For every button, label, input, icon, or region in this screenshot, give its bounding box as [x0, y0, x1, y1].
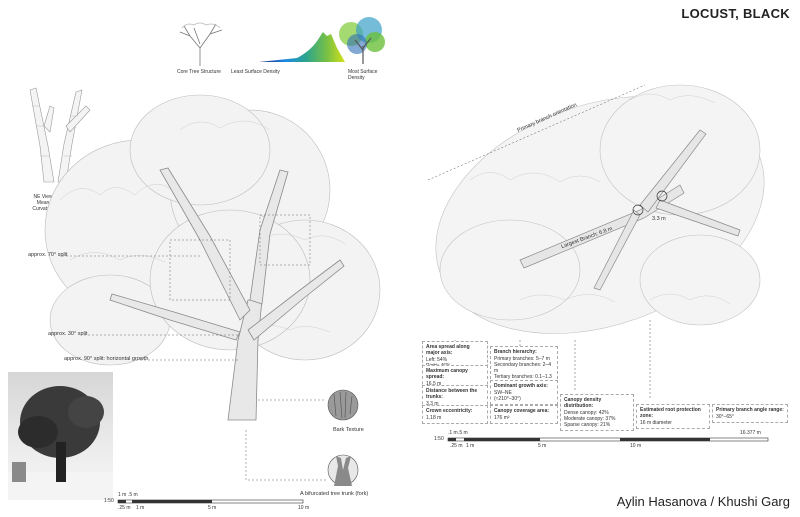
fork-label: A bifurcated tree trunk (fork): [300, 491, 369, 497]
stat-root-zone: Estimated root protection zone: 16 m dia…: [636, 404, 710, 429]
plan-tick-2: .5 m: [458, 430, 468, 436]
plan-tick-3: .25 m: [450, 443, 463, 449]
plan-scale-graphic: [447, 437, 769, 442]
stat-density-dense: Dense canopy: 42%: [564, 410, 609, 416]
plan-tick-4: 1 m: [466, 443, 475, 449]
elevation-scale-bar: 1:50 1 m .5 m .25 m 1 m 5 m 10 m: [104, 490, 324, 512]
trunk-distance-mark: 3.3 m: [652, 216, 666, 222]
elev-tick-3: .25 m: [118, 505, 131, 511]
stat-branch-angle-value: 30°–65°: [716, 414, 734, 420]
page-title: LOCUST, BLACK: [681, 6, 790, 21]
plan-scale-ratio: 1:50: [434, 436, 444, 442]
stat-max-canopy-value: 16.5 m: [426, 381, 442, 387]
stat-crown: Crown eccentricity: 1.18 m: [422, 405, 488, 424]
plan-tick-6: 10 m: [630, 443, 642, 449]
split-label-90: approx. 90° split: horizontal growth: [64, 356, 149, 362]
density-tree-icon: [339, 17, 385, 64]
stat-branch-angle-title: Primary branch angle range:: [716, 407, 784, 413]
stat-crown-title: Crown eccentricity:: [426, 408, 473, 414]
stat-hierarchy-title: Branch hierarchy:: [494, 349, 537, 355]
stat-root-zone-value: 16 m diameter: [640, 420, 672, 426]
plan-tick-1: .1 m: [448, 430, 458, 436]
trunk-contour-drawing: [29, 87, 91, 183]
stat-coverage: Canopy coverage area: 176 m²: [490, 405, 558, 424]
tree-photo-image: [8, 386, 113, 500]
plan-tick-5: 5 m: [538, 443, 547, 449]
elev-tick-4: 1 m: [136, 505, 145, 511]
stat-density: Canopy density distribution: Dense canop…: [560, 394, 634, 431]
stat-area-spread-left: Left: 54%: [426, 357, 448, 363]
legend-core-label: Core Tree Structure: [177, 69, 221, 75]
stat-branch-angle: Primary branch angle range: 30°–65°: [712, 404, 788, 423]
plan-scale-bar: 1:50 .1 m .5 m .25 m 1 m 5 m 10 m 16.377…: [420, 428, 770, 452]
elev-scale-ratio: 1:50: [104, 498, 114, 504]
elev-tick-1: 1 m: [118, 492, 127, 498]
authors: Aylin Hasanova / Khushi Garg: [616, 494, 790, 509]
elev-tick-2: .5 m: [128, 492, 138, 498]
stat-coverage-title: Canopy coverage area:: [494, 408, 550, 414]
stat-hierarchy-secondary: Secondary branches: 2–4 m: [494, 362, 551, 374]
stat-hierarchy-primary: Primary branches: 5–7 m: [494, 356, 550, 362]
tree-photo: [8, 372, 113, 500]
elev-tick-6: 10 m: [298, 505, 310, 511]
stat-density-moderate: Moderate canopy: 37%: [564, 416, 616, 422]
legend-most-label: Most Surface Density: [348, 69, 378, 81]
core-tree-structure-icon: [179, 22, 223, 66]
split-label-30: approx. 30° split: [48, 331, 88, 337]
orientation-line: [427, 84, 646, 181]
legend: Core Tree Structure Least Surface Densit…: [165, 14, 395, 81]
split-label-70: approx. 70° split: [28, 252, 68, 258]
stat-coverage-value: 176 m²: [494, 415, 510, 421]
stat-trunk-distance-value: 3.3 m: [426, 401, 439, 407]
stat-max-canopy-title: Maximum canopy spread:: [426, 368, 468, 380]
stat-growth-axis: Dominant growth axis: SW–NE (≈210°–30°): [490, 380, 558, 405]
stat-crown-value: 1.18 m: [426, 415, 442, 421]
stat-growth-axis-title: Dominant growth axis:: [494, 383, 548, 389]
stat-density-sparse: Sparse canopy: 21%: [564, 422, 611, 428]
stat-growth-axis-deg: (≈210°–30°): [494, 396, 521, 402]
stat-trunk-distance-title: Distance between the trunks:: [426, 388, 478, 400]
stat-root-zone-title: Estimated root protection zone:: [640, 407, 701, 419]
elev-tick-5: 5 m: [208, 505, 217, 511]
density-gradient: [259, 32, 345, 62]
elev-scale-graphic: [117, 499, 304, 504]
stat-density-title: Canopy density distribution:: [564, 397, 602, 409]
stat-growth-axis-value: SW–NE: [494, 390, 512, 396]
stat-area-spread-title: Area spread along major axis:: [426, 344, 470, 356]
plan-tick-7: 16.377 m: [740, 430, 761, 436]
bark-label: Bark Texture: [333, 427, 364, 433]
legend-least-label: Least Surface Density: [231, 69, 280, 75]
